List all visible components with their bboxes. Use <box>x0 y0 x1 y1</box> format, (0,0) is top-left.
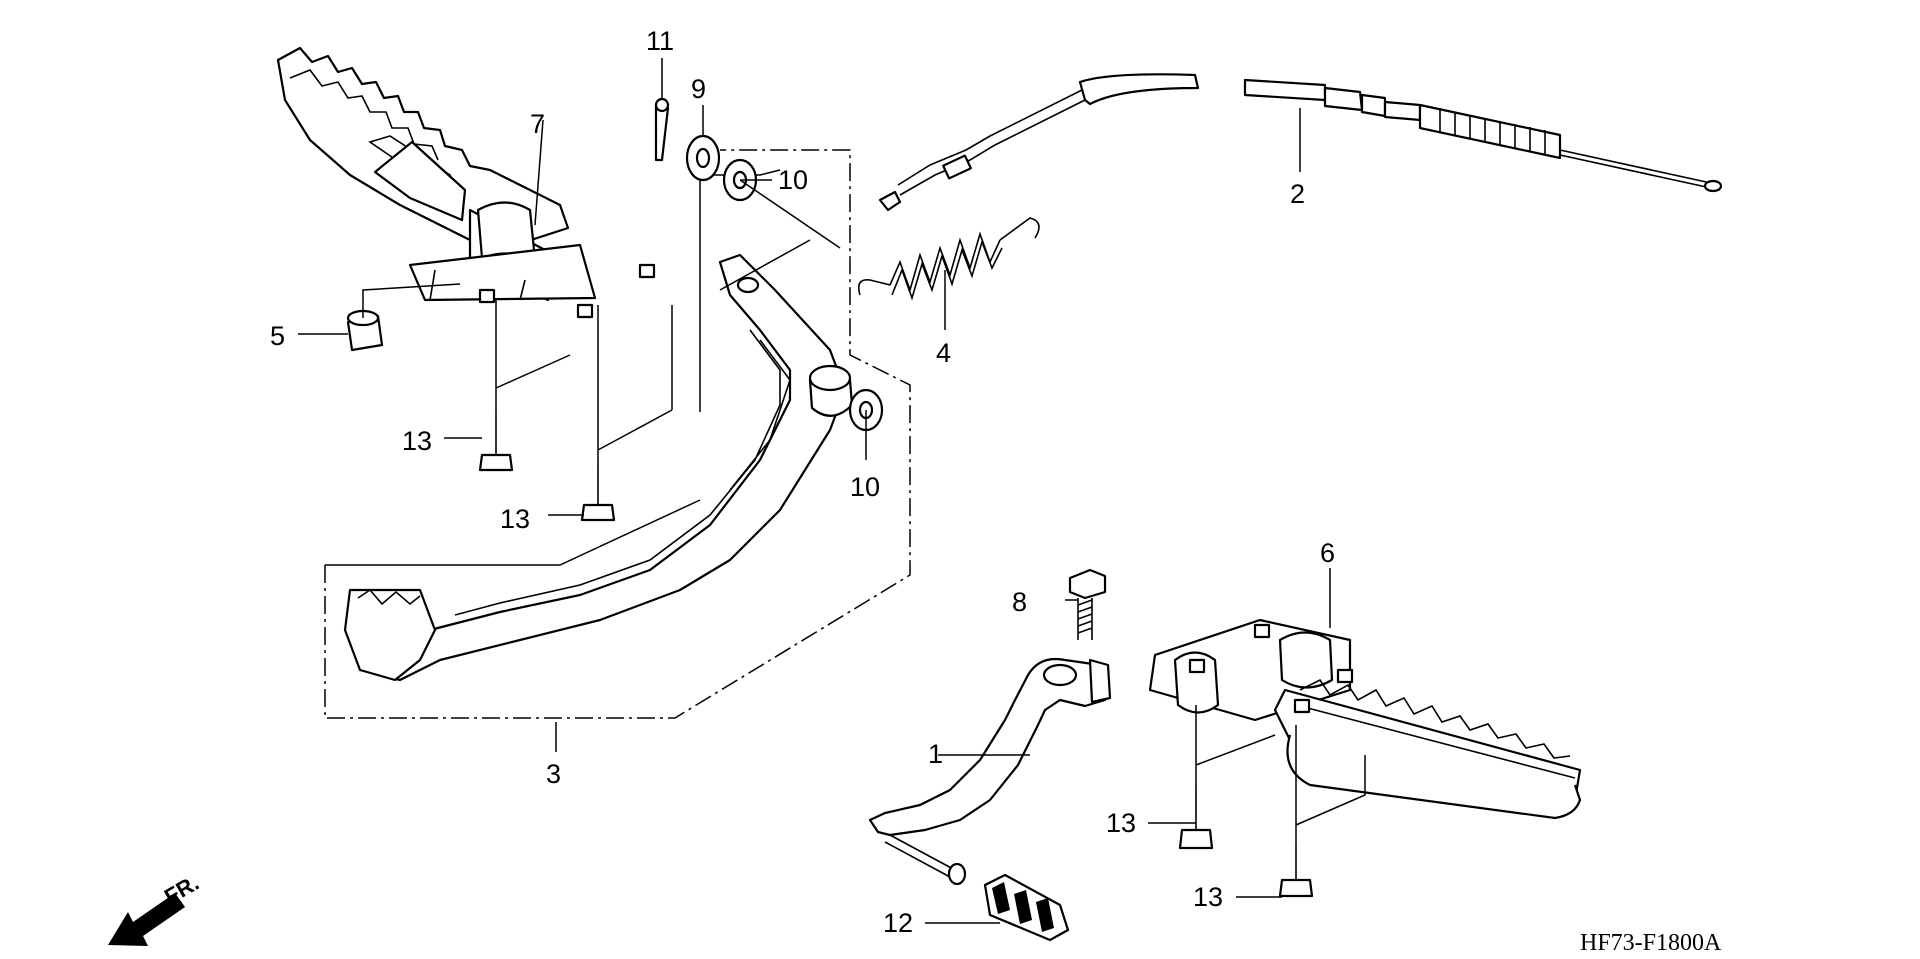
bracket-part-3 <box>324 149 911 719</box>
callout-7: 7 <box>530 109 545 139</box>
part-2-brake-cable <box>878 73 1723 212</box>
callout-6: 6 <box>1320 538 1335 568</box>
part-13-bolt-d <box>1278 845 1314 898</box>
part-13-bolt-b <box>580 465 616 522</box>
part-7-left-footpeg <box>276 46 656 319</box>
part-3-brake-pedal <box>343 253 854 682</box>
callout-10-b: 10 <box>850 472 880 502</box>
part-5-rubber-cap <box>346 309 384 352</box>
part-12-rubber-grip <box>983 873 1070 942</box>
leader-lines <box>298 58 1331 924</box>
leader-5-link <box>362 283 461 318</box>
part-1-shift-lever <box>868 657 1112 886</box>
callout-13-d: 13 <box>1193 882 1223 912</box>
leader-10-link <box>719 179 841 291</box>
leader-3-link <box>325 499 701 566</box>
callout-13-b: 13 <box>500 504 530 534</box>
part-13-bolt-a <box>478 410 514 472</box>
part-13-bolt-c <box>1178 785 1214 850</box>
callout-3: 3 <box>546 759 561 789</box>
callout-13-a: 13 <box>402 426 432 456</box>
part-10-washer-upper <box>722 158 758 202</box>
part-8-bolt <box>1068 568 1107 640</box>
part-9-washer <box>685 134 721 182</box>
callout-8: 8 <box>1012 587 1027 617</box>
callout-4: 4 <box>936 338 951 368</box>
callout-10-a: 10 <box>778 165 808 195</box>
callout-11: 11 <box>646 26 674 56</box>
part-6-right-footpeg <box>1148 618 1582 820</box>
leader-bolts-left <box>495 300 673 465</box>
callout-9: 9 <box>691 74 706 104</box>
diagram-code: HF73-F1800A <box>1580 930 1722 956</box>
callout-5: 5 <box>270 321 285 351</box>
callout-12: 12 <box>883 908 913 938</box>
leader-bolts-right <box>1195 705 1366 845</box>
callout-13-c: 13 <box>1106 808 1136 838</box>
part-4-spring <box>857 217 1040 301</box>
part-11-cotter-pin <box>654 97 670 162</box>
front-arrow-icon: FR. <box>108 870 203 946</box>
callout-2: 2 <box>1290 179 1305 209</box>
callout-1: 1 <box>928 739 943 769</box>
